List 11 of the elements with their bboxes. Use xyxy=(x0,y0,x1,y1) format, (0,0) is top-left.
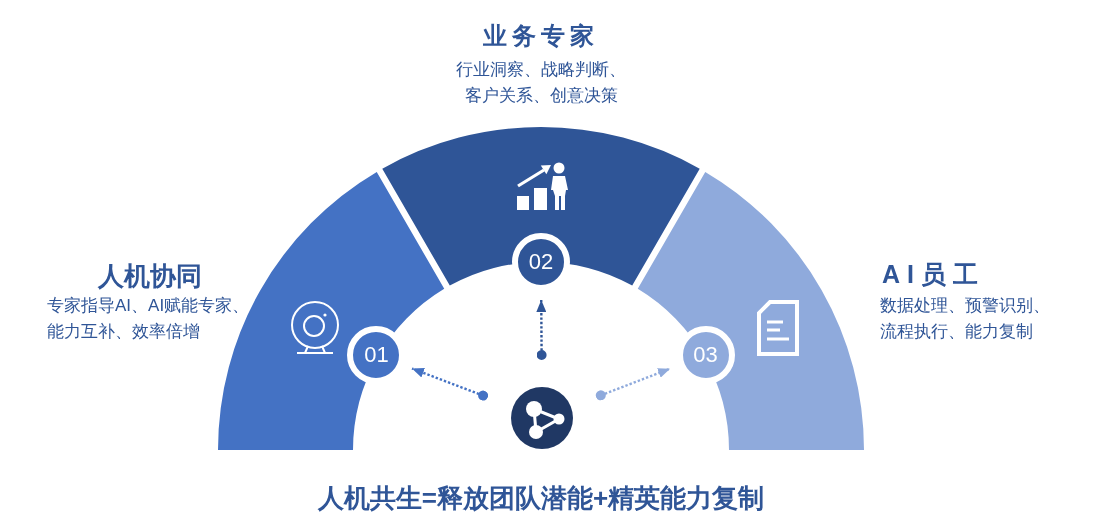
arrow xyxy=(536,300,547,360)
description: 行业洞察、战略判断、客户关系、创意决策 xyxy=(455,59,627,107)
description: 专家指导AI、AI赋能专家、能力互补、效率倍增 xyxy=(47,295,251,343)
heading: 业务专家 xyxy=(483,22,599,51)
caption: 人机共生=释放团队潜能+精英能力复制 xyxy=(317,483,765,515)
heading: AI员工 xyxy=(882,259,985,289)
arrow xyxy=(595,367,671,401)
arrow xyxy=(411,367,489,401)
heading: 人机协同 xyxy=(98,261,202,293)
description: 数据处理、预警识别、流程执行、能力复制 xyxy=(880,295,1051,343)
hub-circle xyxy=(511,387,573,449)
